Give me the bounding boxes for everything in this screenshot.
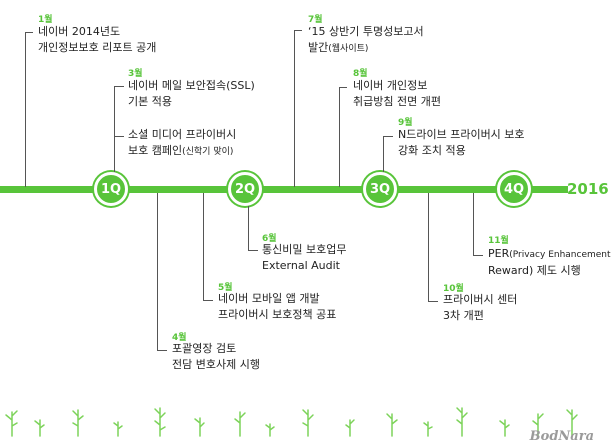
event-text: 네이버 개인정보 취급방침 전면 개편 <box>353 79 441 108</box>
event-text: 프라이버시 센터 3차 개편 <box>443 293 518 322</box>
event-connector <box>203 193 204 300</box>
event-connector <box>428 193 429 301</box>
event-connector <box>248 250 258 251</box>
event-connector <box>339 87 340 187</box>
event-month: 6월 <box>262 234 277 244</box>
quarter-node-3q: 3Q <box>363 172 397 206</box>
event-connector <box>473 193 474 255</box>
event-month: 10월 <box>443 284 464 294</box>
event-month: 4월 <box>172 333 187 343</box>
quarter-node-1q: 1Q <box>94 172 128 206</box>
event-connector <box>428 301 438 302</box>
quarter-node-2q: 2Q <box>228 172 262 206</box>
event-connector <box>203 300 213 301</box>
watermark-logo: BodNara <box>529 429 594 444</box>
event-connector <box>114 86 124 87</box>
event-month: 5월 <box>218 283 233 293</box>
event-month: 1월 <box>38 15 53 25</box>
event-connector <box>473 255 483 256</box>
event-text: 포괄영장 검토 전담 변호사제 시행 <box>172 342 260 371</box>
event-month: 8월 <box>353 69 368 79</box>
event-connector <box>25 32 33 33</box>
event-connector <box>157 193 158 350</box>
event-connector <box>114 86 115 172</box>
event-text: 네이버 모바일 앱 개발 프라이버시 보호정책 공표 <box>218 292 337 321</box>
event-text: 네이버 2014년도 개인정보보호 리포트 공개 <box>38 25 157 54</box>
event-month: 3월 <box>128 69 143 79</box>
event-connector <box>383 136 393 137</box>
event-connector <box>383 136 384 172</box>
event-connector <box>339 87 347 88</box>
event-connector <box>114 136 124 137</box>
event-text: 통신비밀 보호업무 External Audit <box>262 243 347 272</box>
event-text: 네이버 메일 보안접속(SSL) 기본 적용 <box>128 79 255 108</box>
sprout-row <box>5 407 578 437</box>
event-text: N드라이브 프라이버시 보호 강화 조치 적용 <box>398 128 525 157</box>
event-month: 9월 <box>398 118 413 128</box>
event-month: 7월 <box>308 15 323 25</box>
timeline-axis <box>0 186 568 193</box>
event-connector <box>25 32 26 187</box>
event-connector <box>157 350 167 351</box>
year-label: 2016 <box>567 180 609 198</box>
event-connector <box>248 206 249 250</box>
quarter-node-4q: 4Q <box>497 172 531 206</box>
event-text: 소셜 미디어 프라이버시 보호 캠페인(신학기 맞이) <box>128 128 237 157</box>
event-connector <box>294 30 295 187</box>
event-text: ‘15 상반기 투명성보고서 발간(웹사이트) <box>308 25 424 54</box>
event-text: PER(Privacy Enhancement Reward) 제도 시행 <box>488 247 611 277</box>
event-connector <box>294 30 302 31</box>
event-month: 11월 <box>488 236 509 246</box>
